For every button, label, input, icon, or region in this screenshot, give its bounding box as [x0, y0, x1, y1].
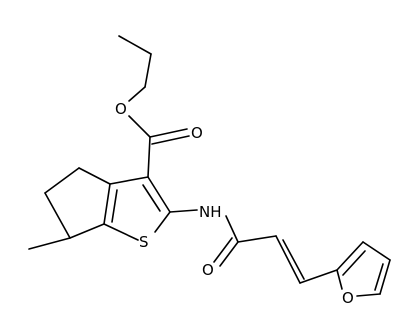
bond-c3-c2-double — [147, 176, 171, 213]
atom-furan-o: O — [342, 289, 354, 307]
bond-c5-c6 — [44, 192, 71, 239]
bond-ca-cb-double — [275, 235, 301, 284]
bond-c2-n — [169, 209, 198, 213]
atom-ester-ether-o: O — [115, 100, 127, 118]
bond-c6-methyl — [28, 237, 71, 250]
bond-ester-c-double-o — [149, 128, 188, 138]
bonds — [28, 35, 391, 297]
bond-furan-c5-o — [356, 293, 381, 297]
atom-labels: O O S NH O O — [115, 100, 354, 307]
bond-furan-o-c2 — [336, 269, 343, 290]
bond-propyl-c2-c3 — [144, 53, 152, 88]
bond-carbonyl-c-ca — [237, 235, 277, 243]
bond-ester-o-c — [128, 115, 151, 138]
bond-furan-c4-c5-inner — [374, 263, 384, 291]
bond-carbonyl-c-o — [219, 241, 239, 267]
bond-propyl-c3-o — [128, 86, 146, 102]
bond-ester-c-double-o-2 — [151, 135, 190, 145]
bond-furan-c2-c3-inner — [342, 250, 366, 276]
bond-propyl-c1-c2 — [118, 35, 152, 55]
bond-furan-c3-c4 — [362, 241, 391, 261]
bond-ester-c-c3 — [147, 136, 151, 178]
bond-furan-c4-c5 — [379, 259, 391, 295]
bond-ca-cb-double-inner — [282, 239, 305, 280]
bond-c7a-c3a-inner — [111, 189, 118, 223]
bond-c3a-c4 — [78, 167, 111, 185]
bond-s-c7a — [103, 223, 139, 241]
bond-c7a-c3a — [103, 183, 111, 225]
bond-furan-c2-c3 — [336, 241, 364, 271]
atom-ester-carbonyl-o: O — [191, 124, 203, 142]
bond-c3-c2-double-inner — [142, 184, 161, 212]
bond-c4-c5 — [44, 167, 80, 194]
bond-c6-c7 — [69, 223, 105, 239]
bond-c3-c3a — [109, 176, 149, 185]
atom-amide-o: O — [202, 261, 214, 279]
bond-carbonyl-c-o-2 — [213, 237, 233, 263]
atom-amide-nh: NH — [199, 203, 222, 221]
bond-n-carbonyl-c — [225, 215, 239, 243]
bond-cb-furan — [299, 269, 338, 284]
atom-thiophene-s: S — [139, 233, 149, 251]
bond-c2-s — [154, 211, 171, 233]
